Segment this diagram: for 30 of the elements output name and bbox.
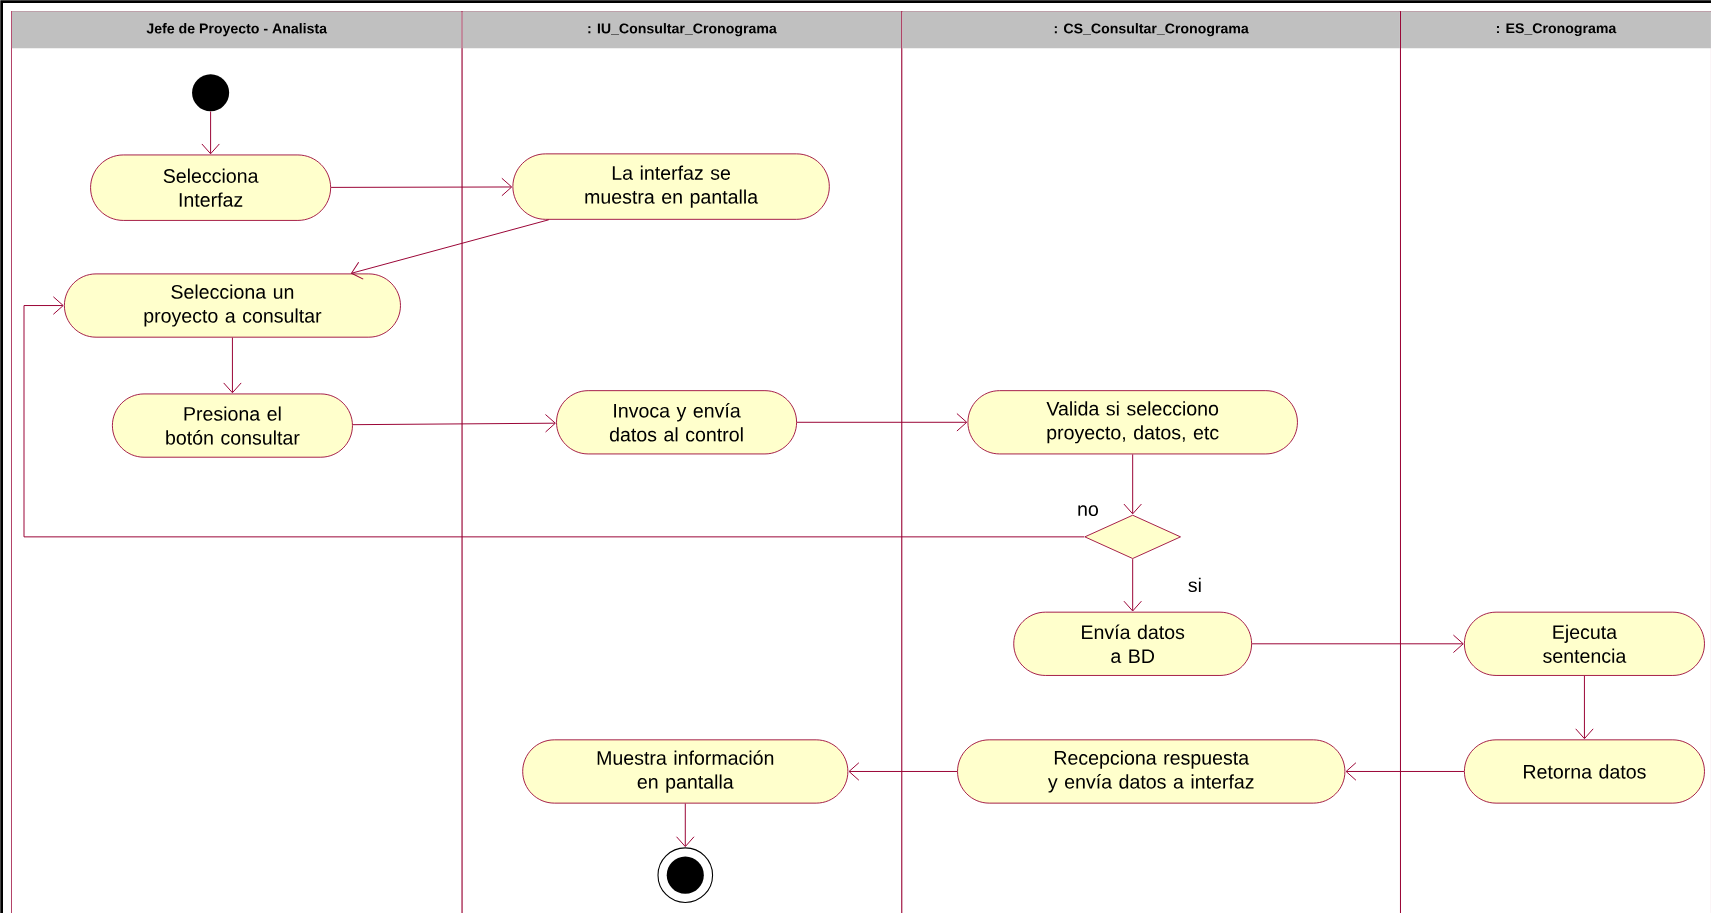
activity-box: Ejecuta sentencia <box>1463 611 1705 676</box>
activity-box: Muestra información en pantalla <box>522 739 849 804</box>
arrow <box>1123 558 1142 612</box>
arrow <box>1575 675 1594 739</box>
activity-box: Retorna datos <box>1463 739 1705 804</box>
activity-box: Envía datos a BD <box>1013 611 1253 676</box>
final-node <box>657 847 714 903</box>
arrow <box>201 110 220 155</box>
edge-label: no <box>1078 505 1098 516</box>
arrow <box>352 413 556 433</box>
arrow <box>330 177 513 197</box>
edge-label: si <box>1188 577 1201 592</box>
activity-box: Invoca y envía datos al control <box>556 390 798 455</box>
arrow <box>1123 453 1142 515</box>
arrow <box>848 762 958 781</box>
activity-box: Selecciona un proyecto a consultar <box>63 273 401 338</box>
arrow <box>23 296 1085 538</box>
activity-box: La interfaz se muestra en pantalla <box>512 153 830 220</box>
activity-box: Presiona el botón consultar <box>111 393 353 458</box>
activity-box: Recepciona respuesta y envía datos a interfaz <box>957 739 1346 804</box>
activity-box: Valida si selecciono proyecto, datos, etc <box>967 390 1298 455</box>
arrow <box>676 802 695 847</box>
activity-box: Selecciona Interfaz <box>90 154 332 221</box>
arrow <box>796 412 968 432</box>
arrow <box>1251 634 1464 653</box>
arrow <box>223 337 242 394</box>
decision-diamond <box>1084 514 1181 559</box>
initial-node <box>192 74 230 112</box>
arrow <box>350 219 550 280</box>
arrow <box>1345 762 1465 781</box>
